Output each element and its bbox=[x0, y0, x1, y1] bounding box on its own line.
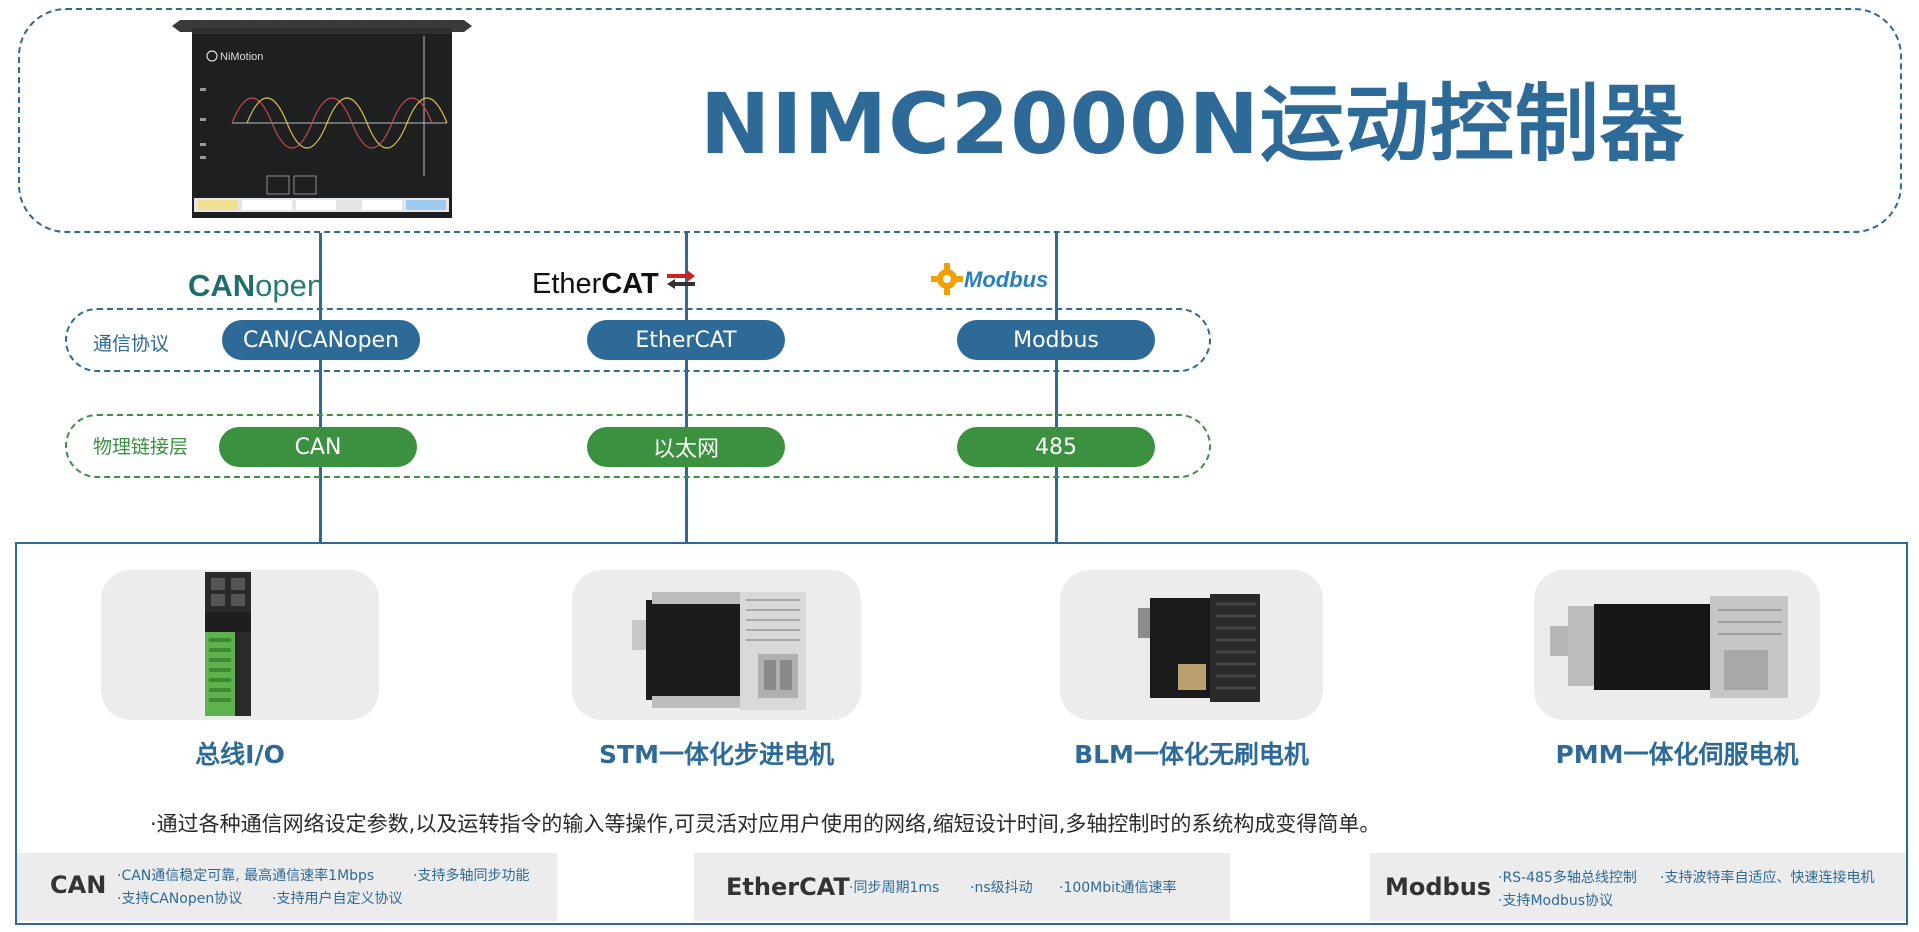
description-text: ·通过各种通信网络设定参数,以及运转指令的输入等操作,可灵活对应用户使用的网络,… bbox=[150, 812, 1381, 836]
canopen-logo: CANopen bbox=[188, 268, 324, 304]
device-brand-text: NiMotion bbox=[220, 51, 263, 63]
pmm-motor-image bbox=[1550, 596, 1788, 698]
product-label-blm: BLM一体化无刷电机 bbox=[1074, 740, 1309, 769]
feature-name-modbus: Modbus bbox=[1385, 873, 1492, 901]
feature-item: ·支持多轴同步功能 bbox=[413, 868, 530, 884]
feature-name-can: CAN bbox=[50, 871, 107, 899]
feature-box-ethercat: EtherCAT ·同步周期1ms ·ns级抖动 ·100Mbit通信速率 bbox=[694, 853, 1230, 921]
canopen-logo-bold: CAN bbox=[188, 268, 256, 303]
feature-box-can: CAN ·CAN通信稳定可靠, 最高通信速率1Mbps ·支持多轴同步功能 ·支… bbox=[17, 853, 557, 921]
page-title: NIMC2000N运动控制器 bbox=[700, 75, 1685, 173]
product-card-bus-io bbox=[101, 570, 379, 720]
controller-container bbox=[18, 8, 1902, 233]
connector-line-ethercat bbox=[685, 233, 688, 543]
modbus-gear-icon bbox=[931, 263, 963, 295]
stm-motor-image bbox=[632, 592, 806, 710]
feature-box-modbus: Modbus ·RS-485多轴总线控制 ·支持波特率自适应、快速连接电机 ·支… bbox=[1370, 853, 1906, 921]
feature-item: ·ns级抖动 bbox=[970, 880, 1033, 896]
protocol-pill-modbus: Modbus bbox=[957, 320, 1155, 360]
feature-item: ·支持Modbus协议 bbox=[1498, 893, 1614, 909]
physical-layer-row bbox=[65, 414, 1211, 478]
connector-line-canopen bbox=[319, 233, 322, 543]
connector-line-modbus bbox=[1055, 233, 1058, 543]
ethercat-logo: EtherCAT bbox=[532, 268, 695, 301]
feature-name-ethercat: EtherCAT bbox=[726, 873, 850, 901]
physical-layer-label: 物理链接层 bbox=[93, 436, 189, 458]
physical-pill-ethernet: 以太网 bbox=[587, 427, 785, 467]
feature-item: ·RS-485多轴总线控制 bbox=[1498, 870, 1637, 886]
protocol-row bbox=[65, 308, 1211, 372]
modbus-logo: Modbus bbox=[930, 262, 1048, 296]
physical-pill-485: 485 bbox=[957, 427, 1155, 467]
bus-io-image bbox=[205, 572, 251, 716]
protocol-pill-ethercat: EtherCAT bbox=[587, 320, 785, 360]
feature-item: ·同步周期1ms bbox=[849, 880, 940, 896]
product-card-blm bbox=[1060, 570, 1323, 720]
modbus-logo-text: Modbus bbox=[964, 267, 1049, 292]
ethercat-arrows-icon bbox=[666, 270, 695, 289]
product-label-bus-io: 总线I/O bbox=[195, 740, 285, 769]
product-label-stm: STM一体化步进电机 bbox=[599, 740, 834, 769]
product-label-pmm: PMM一体化伺服电机 bbox=[1555, 740, 1799, 769]
feature-item: ·支持CANopen协议 bbox=[117, 891, 243, 907]
blm-motor-image bbox=[1138, 594, 1260, 702]
feature-item: ·支持用户自定义协议 bbox=[272, 891, 403, 907]
canopen-logo-thin: open bbox=[255, 268, 325, 303]
physical-pill-can: CAN bbox=[219, 427, 417, 467]
product-card-pmm bbox=[1534, 570, 1820, 720]
ethercat-logo-bold: CAT bbox=[601, 268, 659, 300]
feature-item: ·100Mbit通信速率 bbox=[1059, 880, 1177, 896]
protocol-row-label: 通信协议 bbox=[93, 333, 170, 355]
controller-device-image: NiMotion bbox=[172, 18, 472, 220]
product-card-stm bbox=[572, 570, 861, 720]
protocol-pill-can: CAN/CANopen bbox=[222, 320, 420, 360]
products-panel bbox=[15, 542, 1908, 925]
feature-item: ·支持波特率自适应、快速连接电机 bbox=[1660, 870, 1875, 886]
ethercat-logo-normal: Ether bbox=[532, 268, 602, 300]
feature-item: ·CAN通信稳定可靠, 最高通信速率1Mbps bbox=[117, 868, 375, 884]
